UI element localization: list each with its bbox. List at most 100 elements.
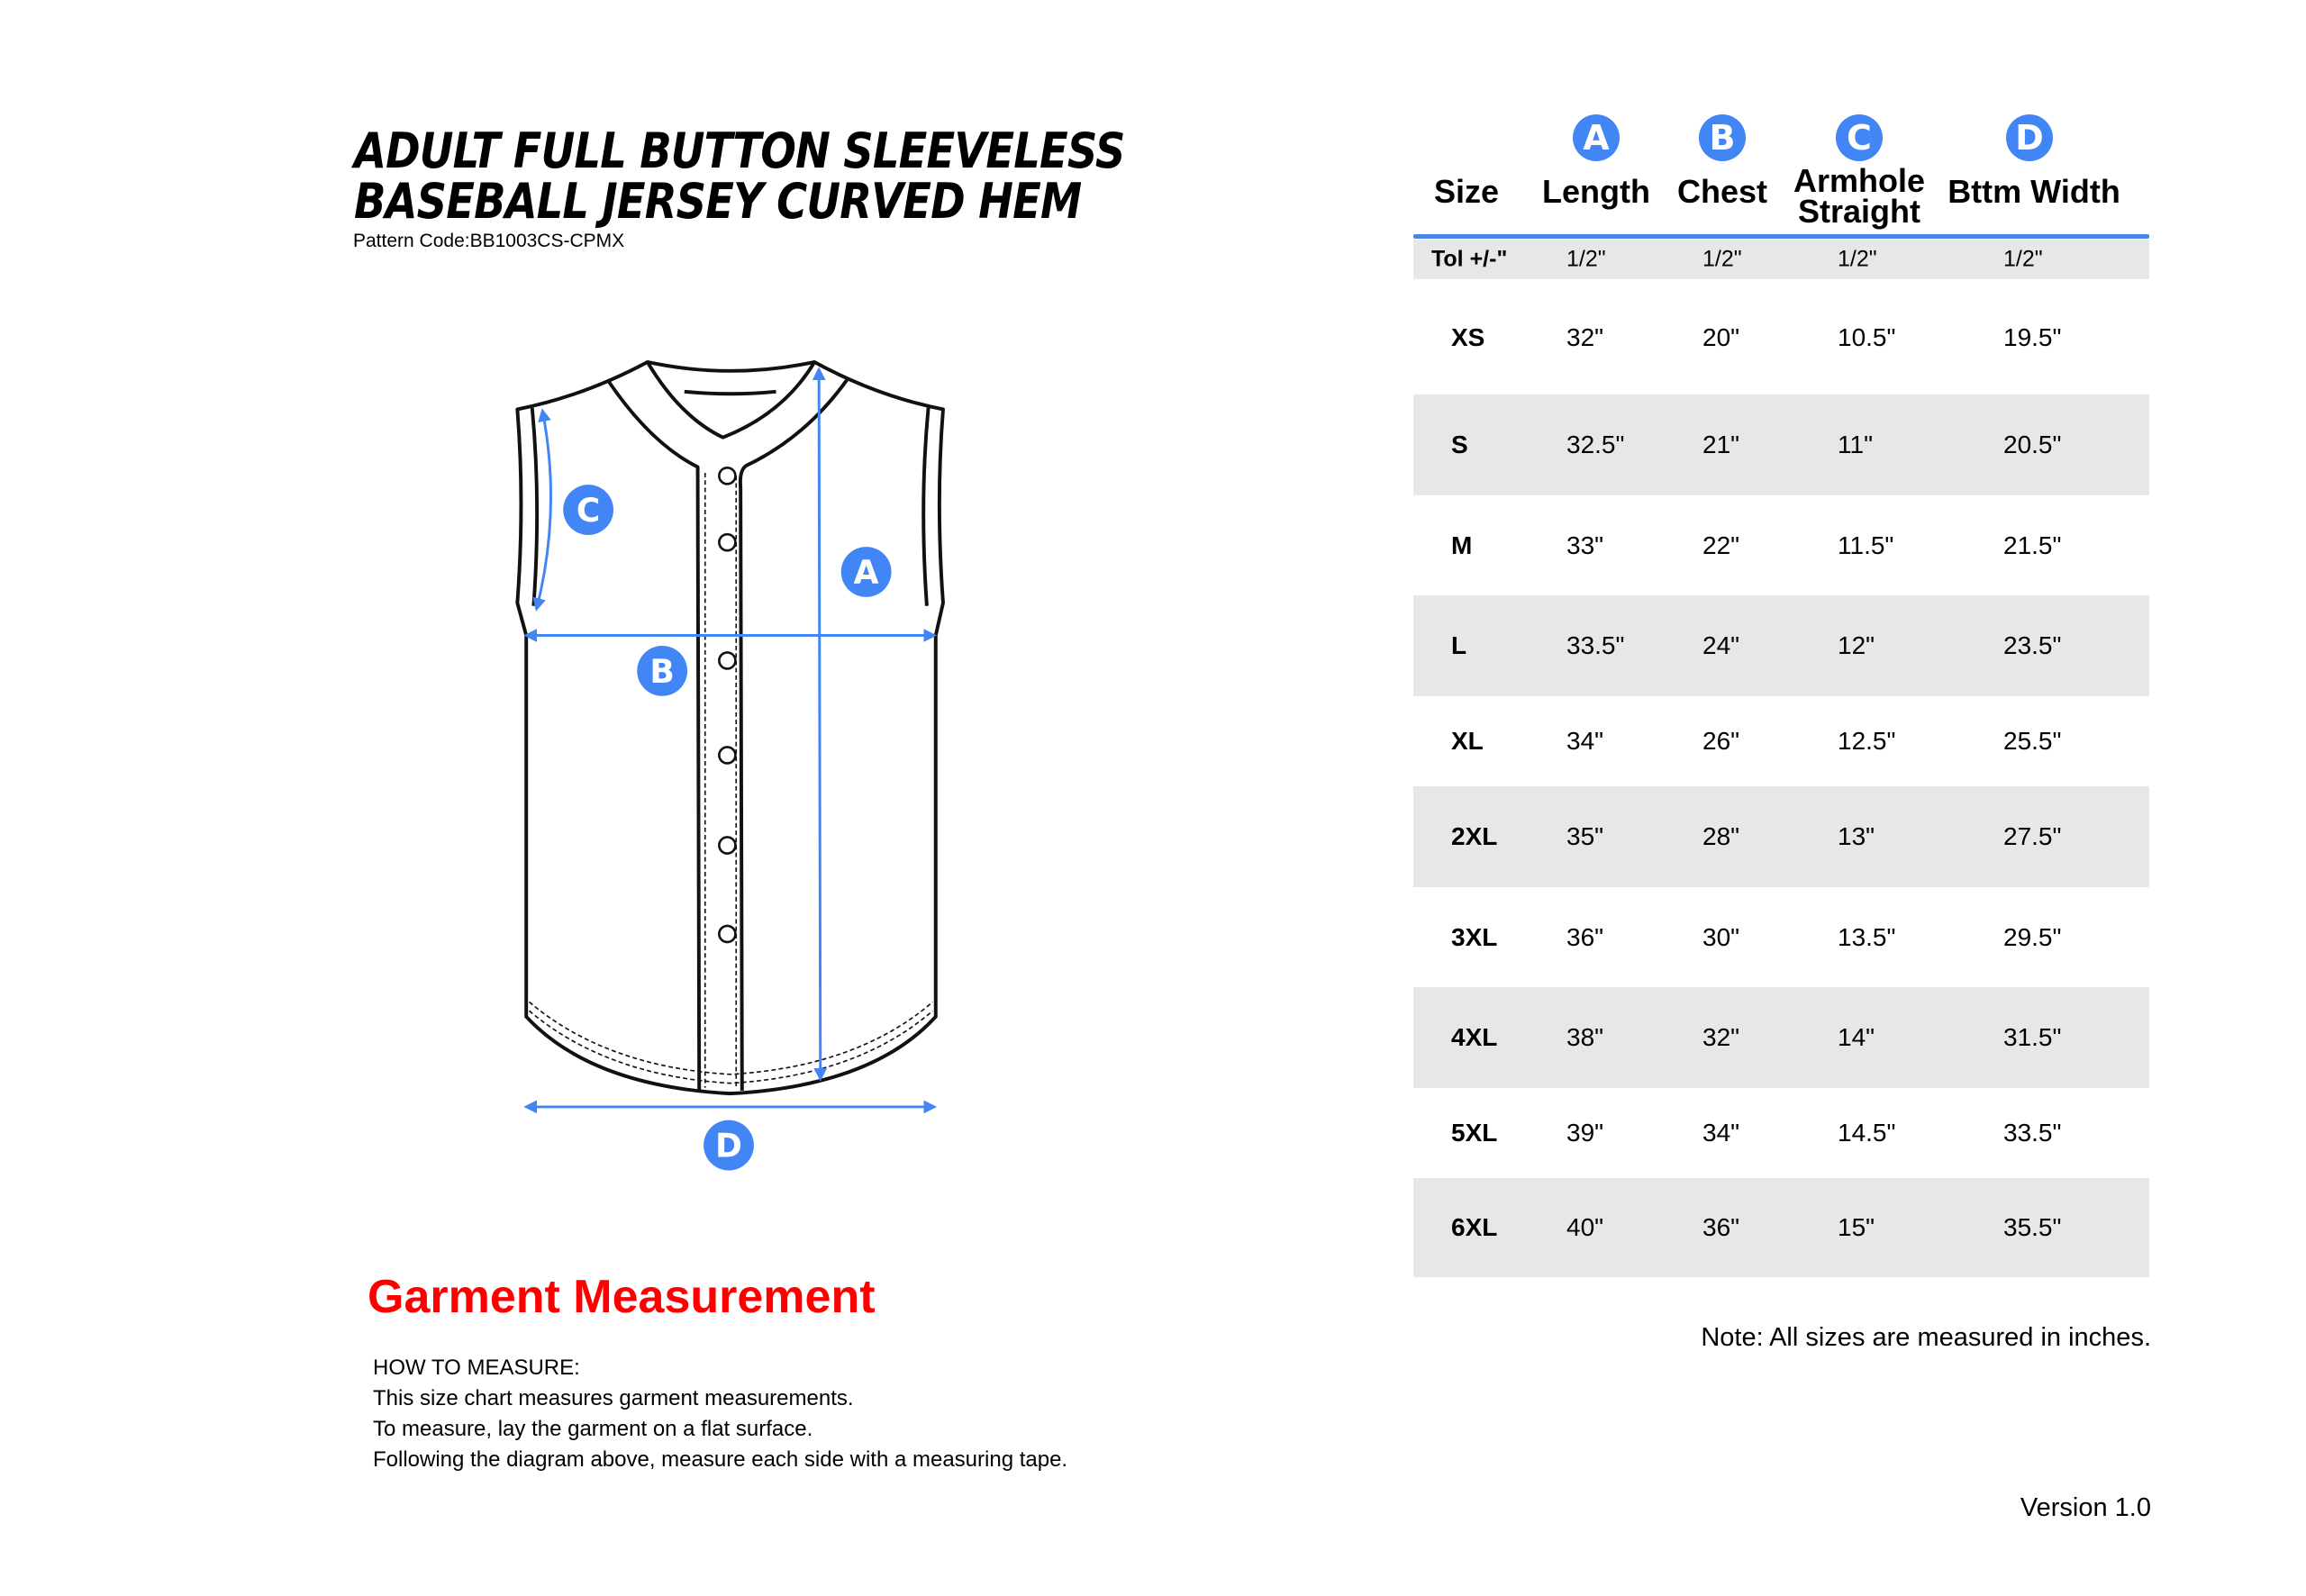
- table-row: 5XL 39" 34" 14.5" 33.5": [1413, 1088, 2149, 1178]
- header-badge-d: D: [2006, 114, 2053, 161]
- measurement-cell: 36": [1702, 1213, 1740, 1241]
- buttons: [718, 466, 737, 944]
- button-icon: [718, 924, 737, 944]
- how-to-line: This size chart measures garment measure…: [373, 1386, 854, 1410]
- measurement-cell: 22": [1702, 530, 1740, 559]
- measurement-cell: 14.5": [1838, 1119, 1896, 1147]
- inner-neck: [646, 360, 816, 440]
- measurement-cell: 35.5": [2003, 1213, 2062, 1241]
- measurement-cell: 24": [1702, 631, 1740, 659]
- header-chest: Chest: [1676, 173, 1768, 210]
- badge-b-label: B: [649, 653, 675, 691]
- how-to-measure: HOW TO MEASURE: This size chart measures…: [373, 1353, 1067, 1475]
- measurement-cell: 10.5": [1838, 323, 1896, 351]
- header-bttm-width: Bttm Width: [1947, 173, 2120, 210]
- measurement-cell: 12.5": [1838, 727, 1896, 755]
- size-cell: 4XL: [1451, 1023, 1498, 1051]
- measurement-cell: 32": [1702, 1023, 1740, 1051]
- measurement-cell: 1/2": [2003, 246, 2043, 272]
- measurement-cell: 11.5": [1838, 530, 1894, 559]
- measurement-cell: 13": [1838, 822, 1875, 850]
- measurement-cell: 13.5": [1838, 922, 1896, 951]
- measurement-cell: 1/2": [1566, 246, 1606, 272]
- garment-measurement-heading: Garment Measurement: [368, 1271, 876, 1323]
- measurement-cell: 1/2": [1702, 246, 1742, 272]
- hem-stitch: [528, 1001, 934, 1075]
- size-cell: XL: [1451, 727, 1484, 755]
- measurement-cell: 32": [1566, 323, 1604, 351]
- title-line-1: ADULT FULL BUTTON SLEEVELESS: [354, 122, 1125, 179]
- button-icon: [718, 651, 737, 670]
- button-icon: [718, 466, 737, 485]
- badge-b: [637, 646, 688, 696]
- measurement-cell: 12": [1838, 631, 1875, 659]
- measurement-cell: 21.5": [2003, 530, 2062, 559]
- measurement-cell: 23.5": [2003, 631, 2062, 659]
- placket-stitch: [704, 473, 738, 1088]
- tolerance-row: Tol +/-"1/2"1/2"1/2"1/2": [1413, 240, 2149, 279]
- measurement-cell: 36": [1566, 922, 1604, 951]
- size-cell: 5XL: [1451, 1119, 1498, 1147]
- measure-c-arrow: [532, 408, 552, 612]
- measurement-cell: 40": [1566, 1213, 1604, 1241]
- measurement-cell: 28": [1702, 822, 1740, 850]
- table-row: 6XL 40" 36" 15" 35.5": [1413, 1178, 2149, 1277]
- armhole-band-right: [921, 407, 931, 606]
- size-chart-table: A B C D Size Length Chest Armhole Straig…: [1413, 108, 2149, 1279]
- armhole-band-left: [530, 407, 540, 606]
- measurement-cell: 32.5": [1566, 431, 1625, 458]
- badge-a-label: A: [854, 554, 879, 592]
- badge-d-label: D: [715, 1128, 742, 1165]
- tolerance-label: Tol +/-": [1431, 246, 1508, 272]
- size-cell: 6XL: [1451, 1213, 1498, 1241]
- how-to-line: To measure, lay the garment on a flat su…: [373, 1417, 813, 1441]
- header-length: Length: [1542, 173, 1650, 210]
- size-cell: S: [1451, 431, 1468, 458]
- collar-right: [738, 378, 849, 1091]
- button-icon: [718, 532, 737, 552]
- measurement-cell: 39": [1566, 1119, 1604, 1147]
- measurement-cell: 20.5": [2003, 431, 2062, 458]
- header-armhole-line2: Straight: [1797, 193, 1920, 230]
- measurement-cell: 33": [1566, 530, 1604, 559]
- hem-stitch-2: [528, 1010, 934, 1084]
- measurement-cell: 33.5": [1566, 631, 1625, 659]
- header-armhole-line1: Armhole: [1793, 162, 1926, 199]
- jersey-outline: [515, 360, 945, 1096]
- header-badge-c: C: [1836, 114, 1883, 161]
- badge-a: [840, 547, 892, 597]
- header-armhole: Armhole Straight: [1787, 162, 1931, 230]
- button-icon: [718, 836, 737, 855]
- measurement-cell: 19.5": [2003, 323, 2062, 351]
- size-cell: XS: [1451, 323, 1485, 351]
- badge-c: [563, 485, 614, 535]
- size-cell: 3XL: [1451, 922, 1498, 951]
- table-row: XS 32" 20" 10.5" 19.5": [1413, 281, 2149, 394]
- badge-c-label: C: [576, 492, 600, 530]
- measurement-cell: 34": [1702, 1119, 1740, 1147]
- measurement-cell: 26": [1702, 727, 1740, 755]
- back-neck: [684, 389, 776, 396]
- measure-a-arrow: [812, 367, 828, 1082]
- measurement-cell: 15": [1838, 1213, 1875, 1241]
- header-badge-b: B: [1699, 114, 1746, 161]
- size-cell: 2XL: [1451, 822, 1498, 850]
- badge-d: [704, 1120, 754, 1171]
- measurement-cell: 38": [1566, 1023, 1604, 1051]
- units-note: Note: All sizes are measured in inches.: [1701, 1323, 2151, 1352]
- measurement-cell: 11": [1838, 431, 1874, 458]
- pattern-code: Pattern Code:BB1003CS-CPMX: [353, 231, 625, 251]
- measurement-cell: 33.5": [2003, 1119, 2062, 1147]
- measurement-cell: 27.5": [2003, 822, 2062, 850]
- page-title: ADULT FULL BUTTON SLEEVELESS BASEBALL JE…: [354, 122, 1125, 230]
- measurement-cell: 20": [1702, 323, 1740, 351]
- title-line-2: BASEBALL JERSEY CURVED HEM: [354, 173, 1082, 230]
- measurement-cell: 31.5": [2003, 1023, 2062, 1051]
